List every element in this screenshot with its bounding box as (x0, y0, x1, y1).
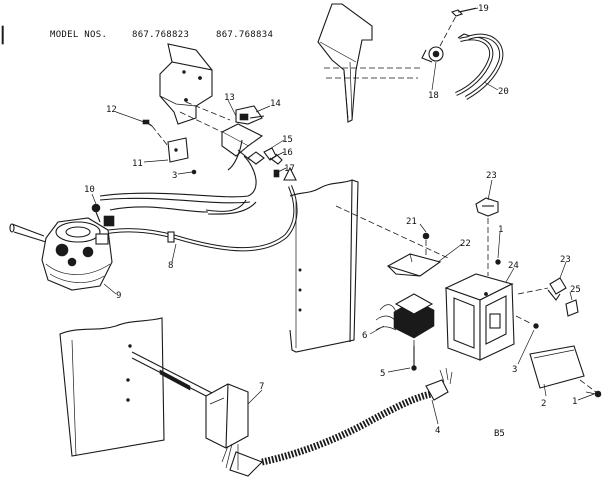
plate-11 (167, 137, 189, 163)
bracket-7 (205, 383, 249, 449)
callout-12: 12 (106, 105, 117, 115)
fitting-10 (91, 203, 101, 213)
lower-left-panel (59, 317, 215, 457)
callout-23-upper: 23 (486, 171, 497, 181)
callout-10: 10 (84, 185, 95, 195)
model-number-2: 867.768834 (216, 30, 273, 40)
callout-16: 16 (282, 148, 293, 158)
transformer-6 (375, 293, 435, 339)
callout-23-lower: 23 (560, 255, 571, 265)
screw-3-upper (191, 169, 197, 175)
mounting-bracket-assembly (142, 43, 231, 175)
flex-conduit-4 (221, 367, 453, 477)
callout-6: 6 (362, 331, 367, 341)
callout-20: 20 (498, 87, 509, 97)
callout-labels: 1 2 3 3 4 5 6 7 8 9 10 11 12 13 14 15 16… (84, 4, 581, 439)
callout-2: 2 (541, 399, 546, 409)
callout-1: 1 (572, 397, 577, 407)
callout-17: 17 (284, 164, 295, 174)
cover-22 (386, 253, 442, 277)
callout-24: 24 (508, 261, 519, 271)
footer-code: B5 (494, 429, 505, 439)
screw-21 (422, 232, 430, 240)
callout-11: 11 (132, 159, 143, 169)
gas-valve-9 (9, 203, 115, 291)
callout-19: 19 (478, 4, 489, 14)
callout-1-mid: 1 (498, 225, 503, 235)
screw-3-right (533, 323, 539, 329)
pilot-tube (109, 206, 209, 213)
callout-9: 9 (116, 291, 121, 301)
upper-right-bracket-assembly (317, 3, 477, 123)
connector-23-lower (517, 277, 579, 317)
callout-18: 18 (428, 91, 439, 101)
callout-5: 5 (380, 369, 385, 379)
clip-23-upper (475, 197, 499, 217)
fitting-17 (273, 169, 280, 178)
gas-hose-8 (95, 166, 298, 252)
callout-13: 13 (224, 93, 235, 103)
callout-3-right: 3 (512, 365, 517, 375)
lead-wires-20 (455, 33, 504, 100)
junction-box-24 (444, 273, 515, 361)
model-number-1: 867.768823 (132, 30, 189, 40)
callout-7: 7 (259, 382, 264, 392)
callout-3-upper: 3 (172, 171, 177, 181)
bushing-25 (565, 299, 579, 317)
thermocouple-tube (99, 155, 257, 198)
callout-25: 25 (570, 285, 581, 295)
screw-19 (450, 9, 464, 17)
callout-21: 21 (406, 217, 417, 227)
model-nos-label: MODEL NOS. (50, 30, 107, 40)
callout-15: 15 (282, 135, 293, 145)
cover-plate-2 (529, 345, 585, 389)
callout-22: 22 (460, 239, 471, 249)
callout-4: 4 (435, 426, 440, 436)
callout-8: 8 (168, 261, 173, 271)
leader-lines (91, 7, 595, 425)
valve-assembly-14 (220, 105, 283, 178)
callout-14: 14 (270, 99, 281, 109)
center-panel (289, 179, 449, 353)
left-edge-mark (1, 25, 4, 45)
